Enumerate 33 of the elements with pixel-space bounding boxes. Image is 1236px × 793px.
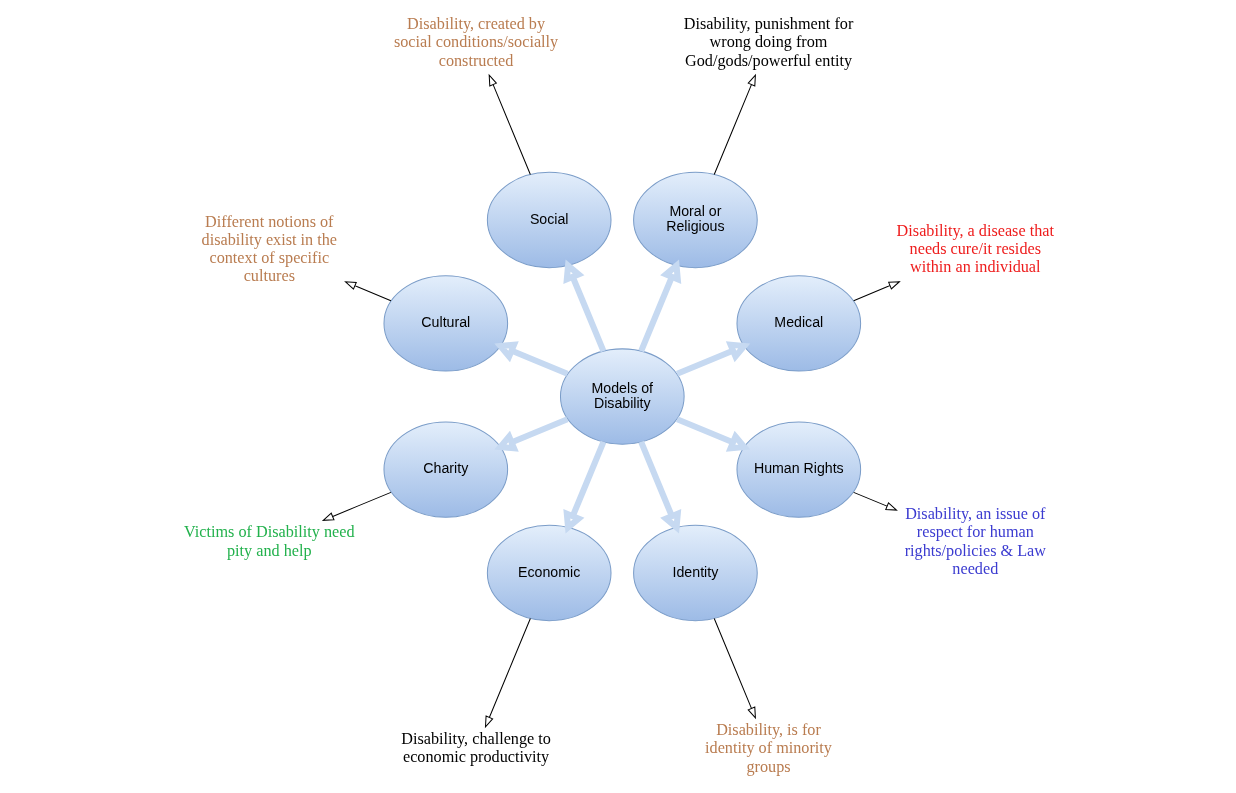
arrow xyxy=(493,341,569,377)
node-text: Disability, created by social conditions/socially constructed xyxy=(393,15,558,70)
arrow xyxy=(675,341,750,377)
arrow xyxy=(562,259,606,353)
arrow xyxy=(493,416,569,452)
node-ellipse: Economic xyxy=(486,524,612,622)
node-text: Victims of Disability need pity and help xyxy=(183,523,355,560)
arrow xyxy=(343,281,391,302)
node-ellipse: Cultural xyxy=(382,275,508,372)
node-text: Different notions of disability exist in the context of specific cultures xyxy=(201,212,337,286)
node-ellipse: Charity xyxy=(382,421,508,518)
arrow xyxy=(484,617,531,729)
node-text: Disability, challenge to economic productivity xyxy=(400,730,551,767)
node-ellipse: Identity xyxy=(632,524,758,622)
node-text: Disability, is for identity of minority groups xyxy=(704,721,832,776)
arrow xyxy=(488,73,531,176)
arrow xyxy=(562,440,606,534)
node-ellipse: Medical xyxy=(735,275,861,372)
arrow xyxy=(852,281,901,302)
node-ellipse: Models of Disability xyxy=(559,348,685,445)
arrow xyxy=(321,491,391,521)
arrow xyxy=(637,440,681,534)
arrow xyxy=(675,416,750,452)
arrow xyxy=(713,617,756,720)
arrow xyxy=(637,259,681,353)
node-text: Disability, a disease that needs cure/it resides within an individual xyxy=(896,221,1054,277)
node-ellipse: Human Rights xyxy=(735,421,861,518)
arrow xyxy=(852,491,898,511)
node-ellipse: Moral or Religious xyxy=(632,171,758,269)
node-text: Disability, an issue of respect for human rights/policies & Law needed xyxy=(904,505,1046,578)
arrow xyxy=(713,73,756,176)
node-text: Disability, punishment for wrong doing from God/gods/powerful entity xyxy=(683,15,853,70)
node-ellipse: Social xyxy=(486,171,612,269)
